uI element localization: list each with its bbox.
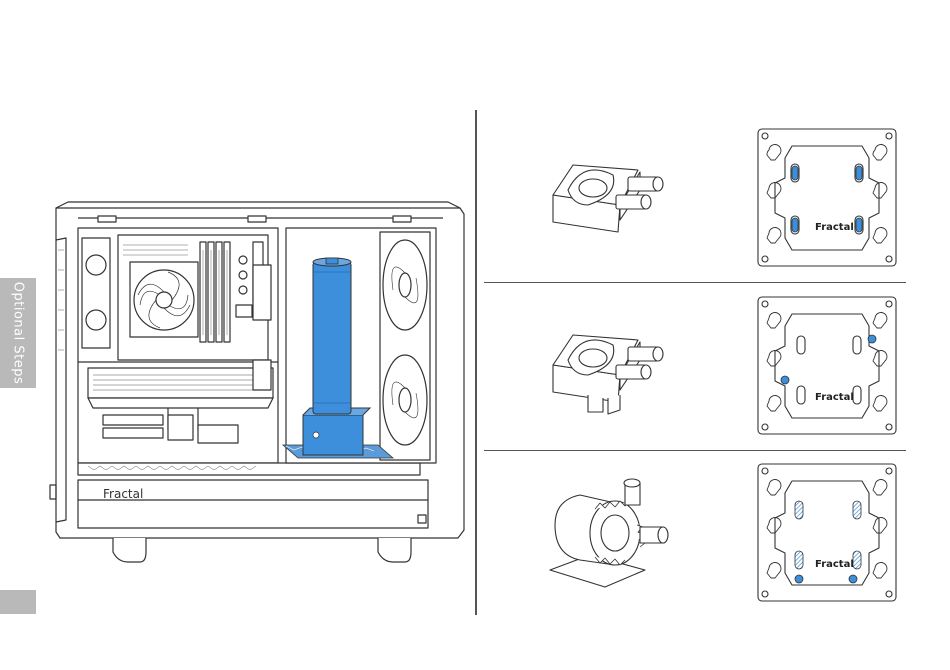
- row-divider-2: [484, 450, 906, 451]
- case-illustration: Fractal: [48, 200, 470, 572]
- pump-bottom-illustration: [545, 475, 670, 590]
- mount-plate-2: Fractal: [757, 296, 897, 436]
- optional-steps-tab: Optional Steps: [0, 278, 36, 388]
- optional-steps-label: Optional Steps: [11, 282, 26, 384]
- mount-plate-3: Fractal: [757, 463, 897, 603]
- plate-2-brand: Fractal: [815, 392, 854, 403]
- vertical-divider: [475, 110, 477, 615]
- pump-middle-illustration: [548, 320, 670, 415]
- mount-plate-1: Fractal: [757, 128, 897, 268]
- row-divider-1: [484, 282, 906, 283]
- page-marker: [0, 590, 36, 614]
- case-brand-logo: Fractal: [103, 487, 143, 501]
- pump-top-illustration: [548, 150, 670, 240]
- plate-3-brand: Fractal: [815, 559, 854, 570]
- plate-1-brand: Fractal: [815, 222, 854, 233]
